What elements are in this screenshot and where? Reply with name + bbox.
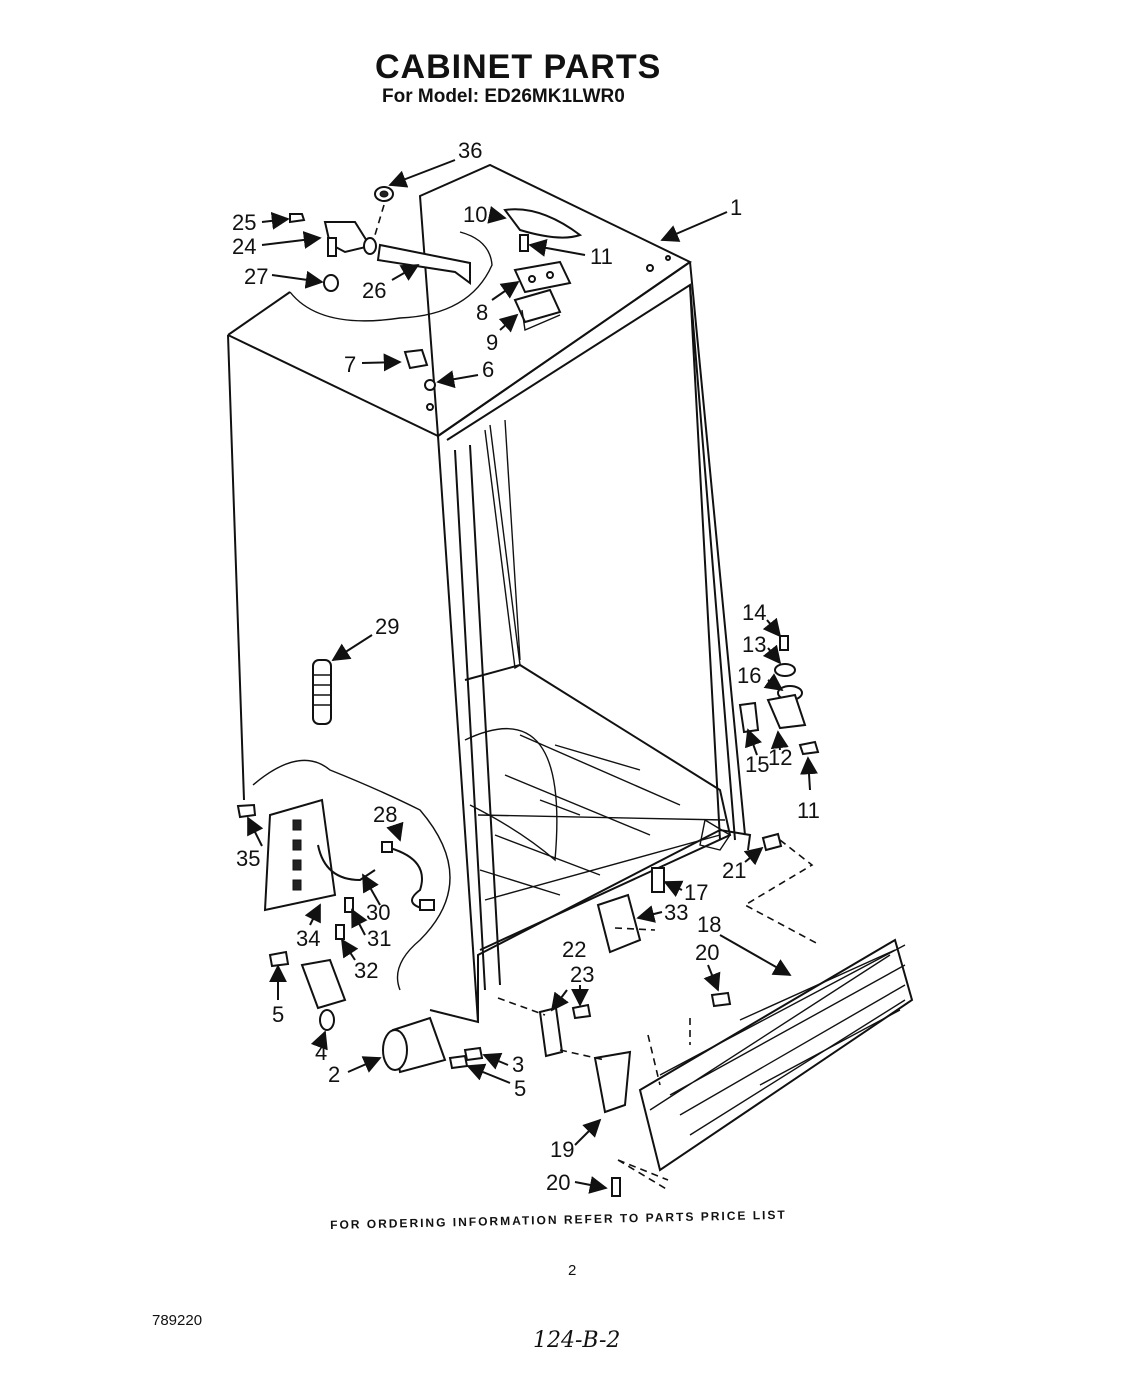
part-22-bracket	[538, 1006, 564, 1058]
part-35-screw	[236, 803, 257, 819]
part-28-harness	[381, 841, 435, 911]
callout-29: 29	[375, 614, 399, 639]
part-3-screw	[463, 1046, 484, 1062]
document-number: 789220	[152, 1312, 203, 1329]
part-10-cover	[503, 208, 583, 239]
part-32-screw	[335, 924, 345, 940]
part-29-spring	[312, 659, 332, 725]
handwritten-code: 124-B-2	[533, 1328, 621, 1353]
part-14-screw	[779, 635, 789, 651]
callout-12: 12	[768, 745, 792, 770]
model-subtitle: For Model: ED26MK1LWR0	[382, 86, 625, 107]
part-7-plug	[403, 348, 429, 370]
callout-25: 25	[232, 210, 256, 235]
callout-19: 19	[550, 1137, 574, 1162]
callout-35: 35	[236, 846, 260, 871]
callout-15: 15	[745, 752, 769, 777]
cabinet-shell	[227, 163, 752, 1024]
callout-11-bottom: 11	[797, 798, 820, 823]
part-12-hinge-bottom	[766, 693, 807, 730]
part-33-bracket	[596, 893, 642, 954]
callout-17: 17	[684, 880, 708, 905]
callout-labels: 1 36 25 24 27 26 10 11 8 9 7 6 29 14 13 …	[232, 138, 820, 1195]
callout-22: 22	[562, 937, 586, 962]
part-23-screw	[571, 1003, 592, 1020]
callout-34: 34	[296, 926, 320, 951]
part-5-screw-left	[268, 950, 290, 968]
callout-27: 27	[244, 264, 268, 289]
part-8-hinge	[513, 260, 572, 294]
callout-20-top: 20	[695, 940, 719, 965]
callout-1: 1	[730, 195, 742, 220]
part-6-screw	[424, 379, 436, 391]
callout-36: 36	[458, 138, 482, 163]
callout-11-top: 11	[590, 244, 613, 269]
part-18-grille	[638, 938, 914, 1172]
part-4-roller	[300, 958, 347, 1031]
part-17-plate	[651, 867, 665, 893]
callout-21: 21	[722, 858, 746, 883]
callout-7: 7	[344, 352, 356, 377]
part-11-screw-top	[519, 234, 529, 252]
callout-24: 24	[232, 234, 256, 259]
part-30-tube	[317, 844, 376, 882]
part-25-screw	[289, 213, 306, 224]
part-20-screw-top	[710, 991, 732, 1008]
part-20-screw-bottom	[611, 1177, 621, 1197]
part-2-roller	[382, 1016, 447, 1074]
callout-31: 31	[367, 926, 391, 951]
part-27-nut	[323, 274, 339, 292]
callout-5-left: 5	[272, 1002, 284, 1027]
callout-5-right: 5	[514, 1076, 526, 1101]
part-26-tube	[376, 243, 471, 285]
callout-6: 6	[482, 357, 494, 382]
callout-13: 13	[742, 632, 766, 657]
callout-23: 23	[570, 962, 594, 987]
part-19-hinge	[593, 1050, 632, 1114]
part-13-washer	[774, 663, 796, 677]
part-31-screw	[344, 897, 354, 913]
page-title: CABINET PARTS	[375, 48, 662, 86]
part-5-screw-right	[448, 1054, 469, 1070]
callout-arrows	[247, 159, 818, 1194]
part-24-valve	[323, 221, 377, 257]
callout-30: 30	[366, 900, 390, 925]
callout-10: 10	[463, 202, 487, 227]
page-number: 2	[568, 1262, 577, 1279]
callout-18: 18	[697, 912, 721, 937]
callout-9: 9	[486, 330, 498, 355]
callout-14: 14	[742, 600, 766, 625]
callout-3: 3	[512, 1052, 524, 1077]
callout-4: 4	[315, 1040, 327, 1065]
part-9-shim	[513, 288, 562, 324]
callout-8: 8	[476, 300, 488, 325]
callout-16: 16	[737, 663, 761, 688]
callout-32: 32	[354, 958, 378, 983]
part-21-clip	[761, 832, 783, 852]
part-36-nut	[371, 186, 394, 246]
callout-2: 2	[328, 1062, 340, 1087]
part-34-bracket	[263, 798, 337, 912]
callout-33: 33	[664, 900, 688, 925]
part-15-shim	[738, 701, 760, 734]
callout-26: 26	[362, 278, 386, 303]
callout-28: 28	[373, 802, 397, 827]
part-11-screw-bottom	[798, 740, 820, 756]
callout-20-bottom: 20	[546, 1170, 570, 1195]
